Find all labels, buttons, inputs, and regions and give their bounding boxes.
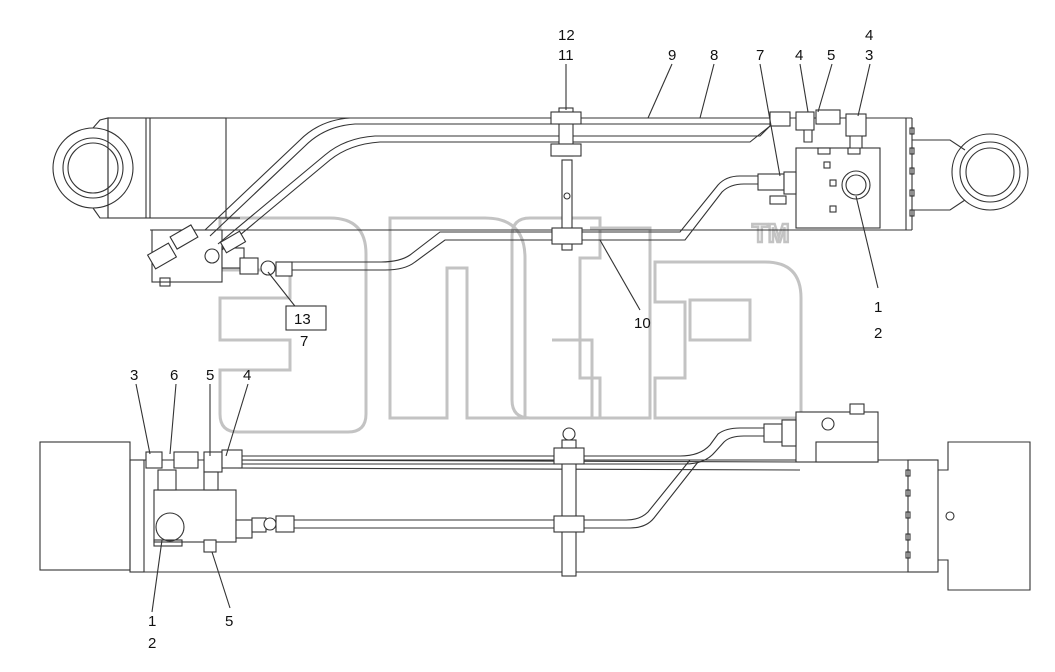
- valve-block-bottom-right: [763, 403, 879, 463]
- label-3-top: 3: [865, 47, 873, 64]
- label-5b-bottom: 5: [225, 613, 233, 630]
- label-3-bottom: 3: [130, 367, 138, 384]
- fittings-bottom: [145, 449, 295, 533]
- bottom-cylinder: [39, 403, 1031, 591]
- valve-block-right: [795, 147, 881, 229]
- pipes-top: [204, 117, 777, 271]
- label-5-top: 5: [827, 47, 835, 64]
- valve-block-bottom-left: [153, 489, 253, 553]
- label-4-bottom: 4: [243, 367, 251, 384]
- watermark-tm: TM: [752, 218, 790, 248]
- callout-labels-top: 12 11 9 8 7 4 5 4 3 1 2 10 13 7: [294, 27, 882, 350]
- callout-labels-bottom: 3 6 5 4 1 2 5: [130, 367, 251, 652]
- label-10: 10: [634, 315, 651, 332]
- label-9: 9: [668, 47, 676, 64]
- label-6-bottom: 6: [170, 367, 178, 384]
- label-7-top: 7: [756, 47, 764, 64]
- leader-lines: [135, 63, 879, 613]
- label-2-top: 2: [874, 325, 882, 342]
- label-13-box: [285, 305, 327, 331]
- bolt-heads-right: [909, 127, 915, 217]
- label-13: 13: [294, 311, 311, 328]
- label-5-bottom: 5: [206, 367, 214, 384]
- top-cylinder: [52, 107, 1029, 287]
- fittings-top: [146, 109, 867, 277]
- label-12: 12: [558, 27, 575, 44]
- label-8: 8: [710, 47, 718, 64]
- watermark-logo: TM: [218, 216, 803, 434]
- label-2-bottom: 2: [148, 635, 156, 652]
- clamp-bottom: [553, 427, 585, 577]
- label-7-lower: 7: [300, 333, 308, 350]
- label-4-top: 4: [795, 47, 803, 64]
- label-1-top: 1: [874, 299, 882, 316]
- label-1-bottom: 1: [148, 613, 156, 630]
- bolt-heads-bottom-right: [905, 469, 911, 559]
- label-11: 11: [558, 47, 574, 64]
- pipes-bottom: [235, 427, 801, 529]
- clamp-top: [550, 107, 583, 251]
- label-4b-top: 4: [865, 27, 873, 44]
